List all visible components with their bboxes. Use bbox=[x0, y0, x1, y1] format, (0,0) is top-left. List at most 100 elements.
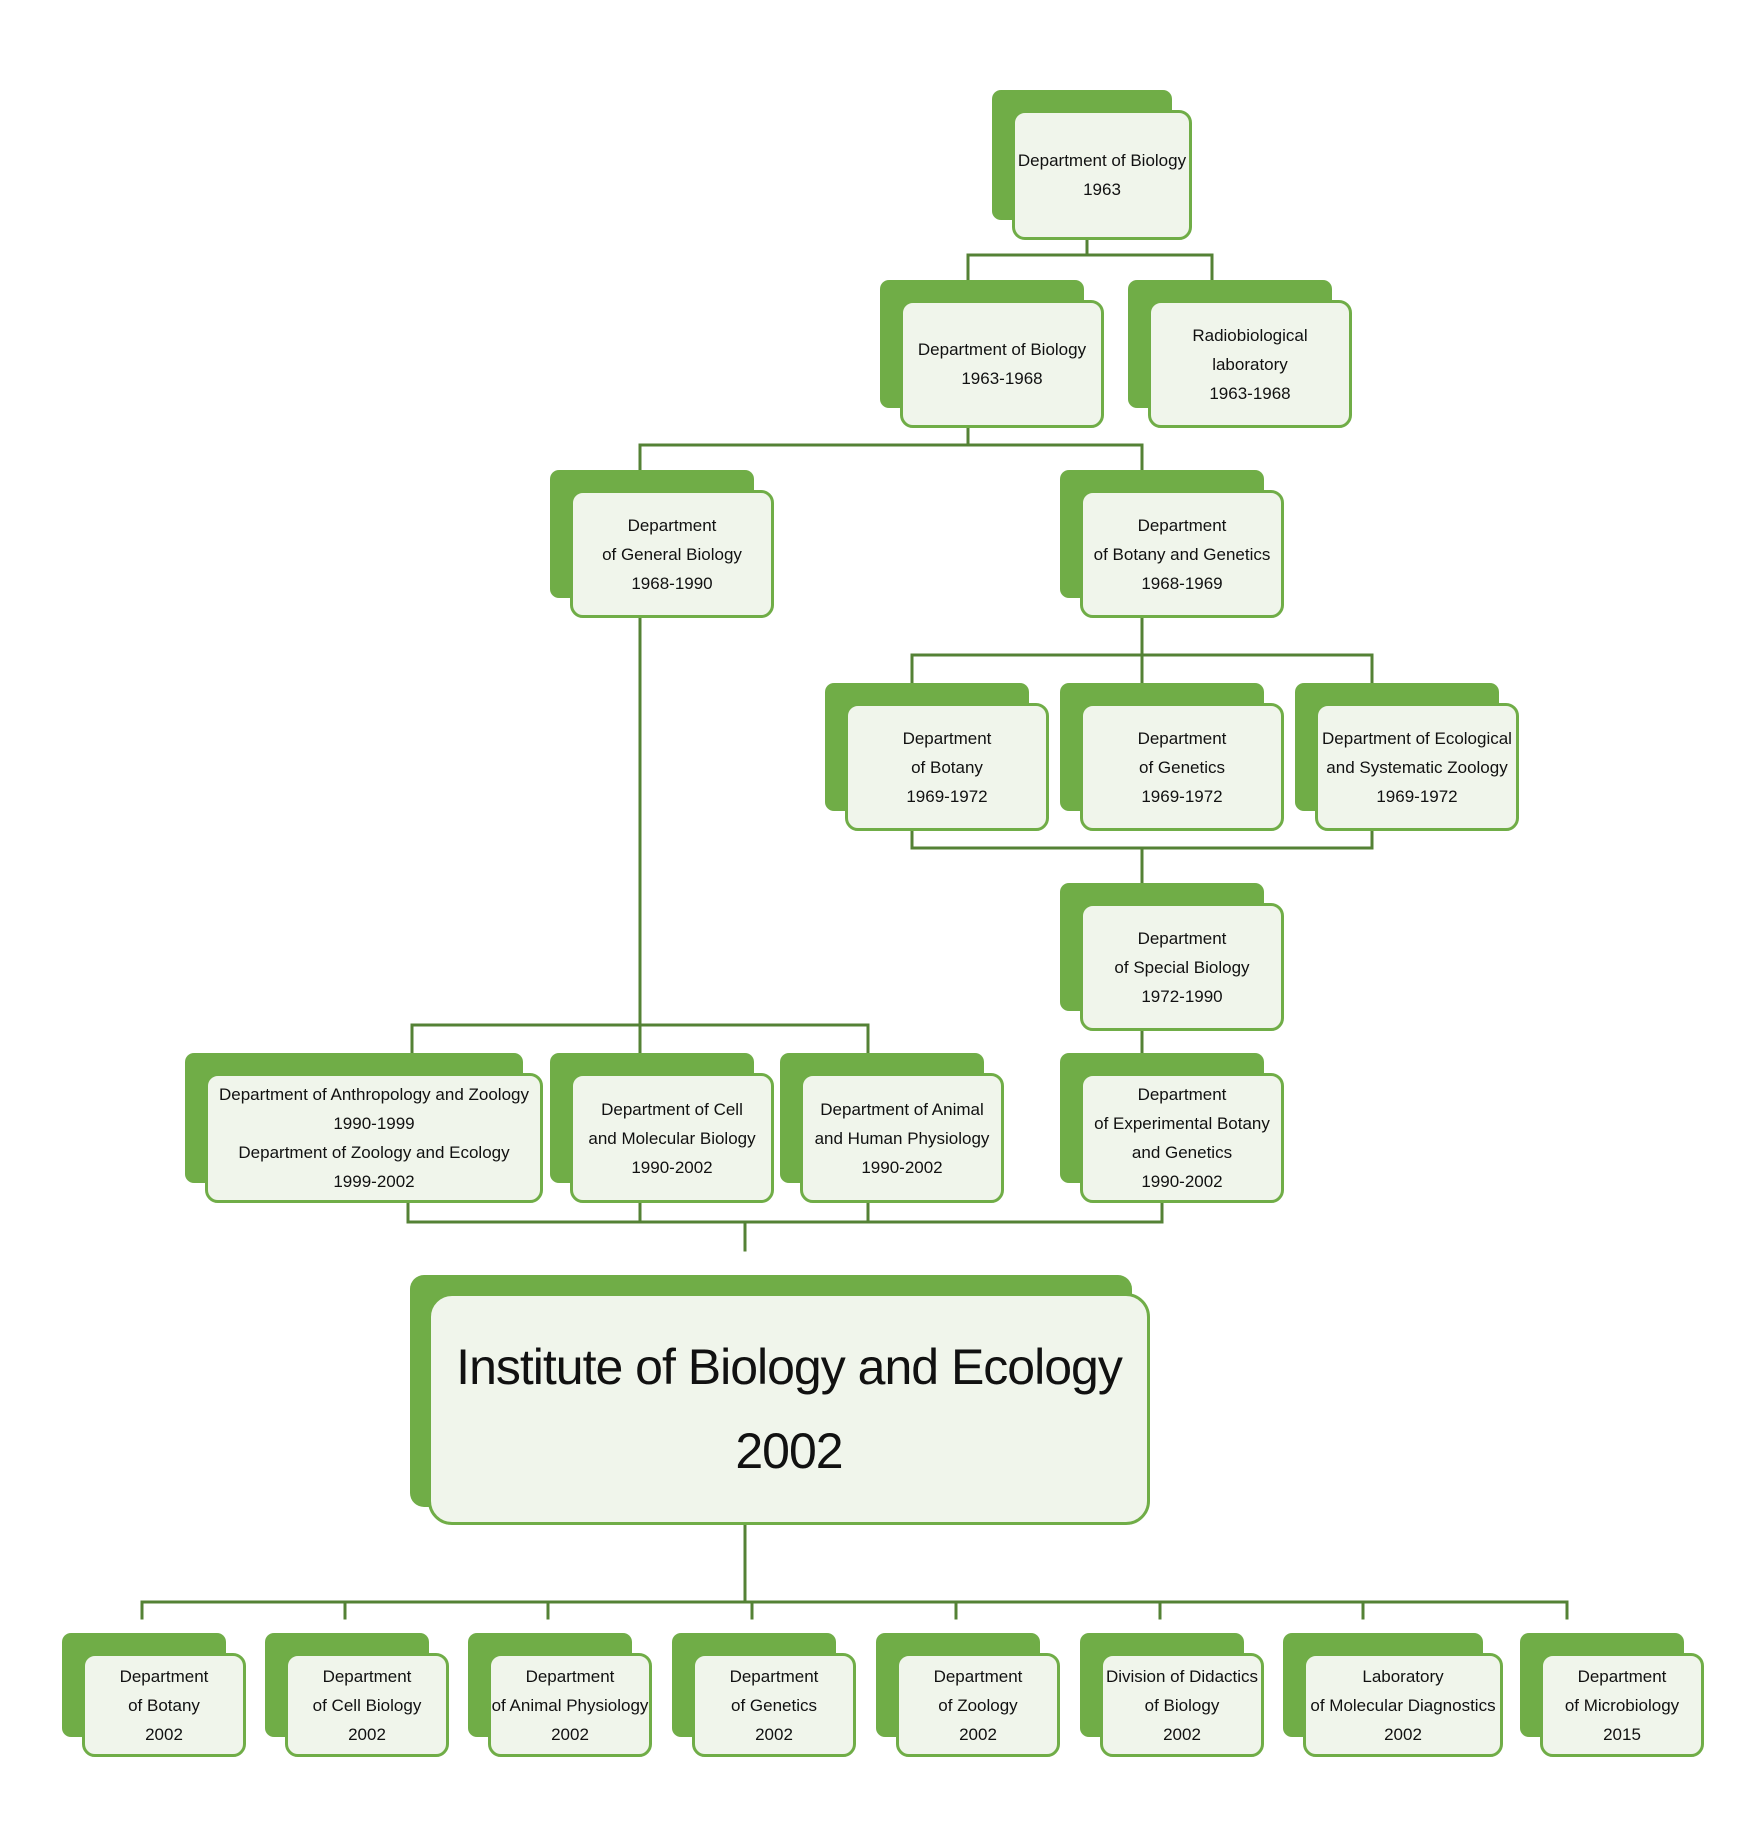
node-b-microbiology: Department of Microbiology 2015 bbox=[1520, 1633, 1704, 1757]
box-text-line: Department bbox=[525, 1666, 615, 1686]
box-text-line: of Microbiology bbox=[1564, 1695, 1680, 1715]
box-text-line: Department bbox=[1137, 728, 1227, 748]
box-text-line: 2002 bbox=[1163, 1724, 1201, 1744]
box-text-line: Department of Zoology and Ecology bbox=[238, 1143, 510, 1162]
node-b-genetics: Department of Genetics 2002 bbox=[672, 1633, 856, 1757]
box-text-line: 1969-1972 bbox=[1376, 786, 1458, 806]
box-text-line: of Experimental Botany bbox=[1094, 1114, 1270, 1133]
box-text-line: of Botany bbox=[911, 757, 983, 777]
box-text-line: 1969-1972 bbox=[1141, 786, 1223, 806]
box-text-line: Institute of Biology and Ecology bbox=[456, 1339, 1123, 1395]
box-label: Department of Biology 1963-1968 bbox=[900, 300, 1104, 428]
box-text-line: Department of Anthropology and Zoology bbox=[219, 1085, 529, 1104]
box-text-line: 2002 bbox=[348, 1724, 386, 1744]
box-text-line: Radiobiological bbox=[1192, 325, 1308, 345]
node-dept-experimental-botany: Department of Experimental Botany and Gene… bbox=[1060, 1053, 1284, 1203]
box-label: Department of Cell and Molecular Biology 1… bbox=[570, 1073, 774, 1203]
box-text-line: laboratory bbox=[1212, 354, 1288, 374]
box-text-line: Division of Didactics bbox=[1105, 1666, 1259, 1686]
box-text-line: 2002 bbox=[145, 1724, 183, 1744]
node-dept-genetics-1969: Department of Genetics 1969-1972 bbox=[1060, 683, 1284, 831]
box-text-line: Department bbox=[933, 1666, 1023, 1686]
box-label: Department of Genetics 1969-1972 bbox=[1080, 703, 1284, 831]
box-text-line: 2002 bbox=[551, 1724, 589, 1744]
box-text-line: Department bbox=[1137, 928, 1227, 948]
box-text-line: 1963-1968 bbox=[961, 369, 1043, 388]
node-b-botany: Department of Botany 2002 bbox=[62, 1633, 246, 1757]
box-label: Department of General Biology 1968-1990 bbox=[570, 490, 774, 618]
box-label: Department of Cell Biology 2002 bbox=[285, 1653, 449, 1757]
box-text-line: Department of Cell bbox=[601, 1099, 743, 1119]
box-text-line: and Systematic Zoology bbox=[1326, 757, 1508, 777]
node-dept-biology-1963-1968: Department of Biology 1963-1968 bbox=[880, 280, 1104, 428]
box-text-line: Department bbox=[119, 1666, 209, 1686]
node-b-molecular-diagnostics: Laboratory of Molecular Diagnostics 2002 bbox=[1283, 1633, 1503, 1757]
box-label: Department of Experimental Botany and Gene… bbox=[1080, 1073, 1284, 1203]
box-text-line: Department of Animal bbox=[820, 1099, 984, 1119]
box-text-line: 1968-1990 bbox=[631, 573, 713, 593]
box-label: Institute of Biology and Ecology 2002 bbox=[428, 1293, 1150, 1525]
box-text-line: and Genetics bbox=[1131, 1143, 1233, 1162]
node-dept-general-biology: Department of General Biology 1968-1990 bbox=[550, 470, 774, 618]
box-label: Department of Botany 2002 bbox=[82, 1653, 246, 1757]
box-text-line: and Molecular Biology bbox=[588, 1128, 756, 1148]
box-text-line: 1999-2002 bbox=[333, 1172, 415, 1191]
box-text-line: 2002 bbox=[735, 1423, 843, 1479]
box-text-line: 2015 bbox=[1603, 1724, 1641, 1744]
box-text-line: of Biology bbox=[1144, 1695, 1220, 1715]
node-dept-biology-1963: Department of Biology 1963 bbox=[992, 90, 1192, 240]
box-text-line: 1969-1972 bbox=[906, 786, 988, 806]
box-text-line: of Genetics bbox=[1139, 757, 1225, 777]
box-text-line: of Animal Physiology bbox=[491, 1695, 649, 1715]
box-text-line: Department bbox=[1137, 515, 1227, 535]
node-b-cell-biology: Department of Cell Biology 2002 bbox=[265, 1633, 449, 1757]
box-text-line: Department bbox=[729, 1666, 819, 1686]
node-dept-anthropology-zoology: Department of Anthropology and Zoology 19… bbox=[185, 1053, 543, 1203]
box-text-line: of Cell Biology bbox=[312, 1695, 422, 1715]
box-label: Department of Microbiology 2015 bbox=[1540, 1653, 1704, 1757]
box-text-line: of Botany bbox=[128, 1695, 200, 1715]
box-label: Department of Anthropology and Zoology 19… bbox=[205, 1073, 543, 1203]
box-text-line: Department bbox=[1577, 1666, 1667, 1686]
node-b-didactics: Division of Didactics of Biology 2002 bbox=[1080, 1633, 1264, 1757]
box-text-line: Department of Ecological bbox=[1322, 728, 1512, 748]
box-text-line: 2002 bbox=[1384, 1724, 1422, 1744]
box-text-line: of Molecular Diagnostics bbox=[1310, 1695, 1496, 1715]
box-text-line: 1990-2002 bbox=[631, 1157, 713, 1177]
box-text-line: 1963 bbox=[1083, 180, 1121, 199]
box-text-line: of General Biology bbox=[602, 544, 742, 564]
box-text-line: 1990-2002 bbox=[861, 1157, 943, 1177]
box-text-line: and Human Physiology bbox=[814, 1128, 990, 1148]
box-label: Department of Genetics 2002 bbox=[692, 1653, 856, 1757]
node-institute: Institute of Biology and Ecology 2002 bbox=[410, 1275, 1150, 1525]
box-text-line: 1990-2002 bbox=[1141, 1172, 1223, 1191]
box-label: Department of Animal and Human Physiology… bbox=[800, 1073, 1004, 1203]
box-label: Department of Animal Physiology 2002 bbox=[488, 1653, 652, 1757]
node-dept-botany-1969: Department of Botany 1969-1972 bbox=[825, 683, 1049, 831]
box-text-line: Department of Biology bbox=[917, 340, 1087, 359]
box-label: Department of Ecological and Systematic Z… bbox=[1315, 703, 1519, 831]
box-text-line: of Genetics bbox=[731, 1695, 817, 1715]
box-label: Laboratory of Molecular Diagnostics 2002 bbox=[1303, 1653, 1503, 1757]
box-text-line: 2002 bbox=[959, 1724, 997, 1744]
box-text-line: Department bbox=[627, 515, 717, 535]
node-b-animal-physiology: Department of Animal Physiology 2002 bbox=[468, 1633, 652, 1757]
box-text-line: Department bbox=[1137, 1085, 1227, 1104]
node-dept-animal-human-physiology: Department of Animal and Human Physiology… bbox=[780, 1053, 1004, 1203]
box-text-line: Department of Biology bbox=[1017, 151, 1187, 170]
box-text-line: 1990-1999 bbox=[333, 1114, 415, 1133]
box-text-line: Laboratory bbox=[1362, 1666, 1444, 1686]
box-text-line: Department bbox=[322, 1666, 412, 1686]
box-text-line: 2002 bbox=[755, 1724, 793, 1744]
node-dept-ecological-zoology: Department of Ecological and Systematic Z… bbox=[1295, 683, 1519, 831]
box-text-line: Department bbox=[902, 728, 992, 748]
box-text-line: of Special Biology bbox=[1114, 957, 1250, 977]
